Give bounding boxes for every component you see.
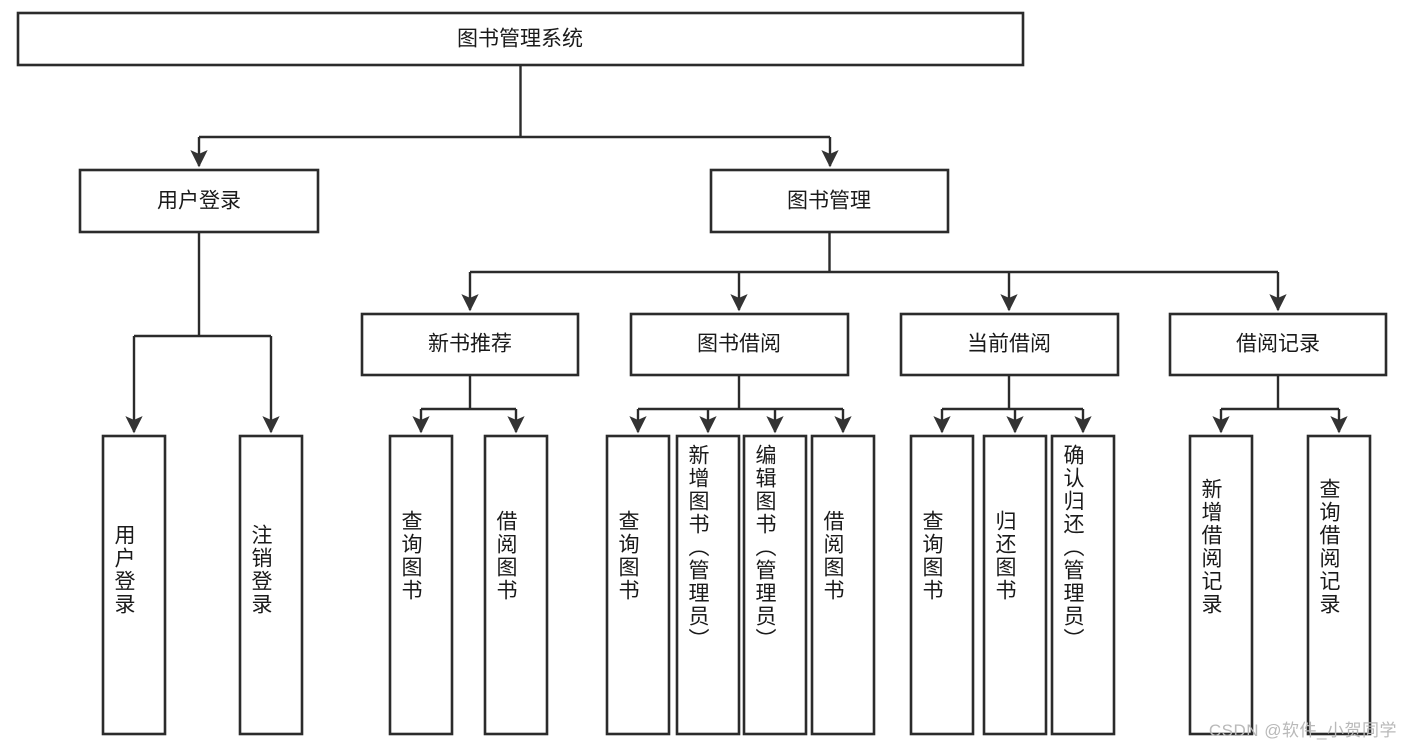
node-user-login-label: 用户登录 [157,190,241,213]
node-root[interactable]: 图书管理系统 [16,11,1025,67]
leaf-box-return-book[interactable] [982,434,1048,736]
node-root-box[interactable] [16,11,1025,67]
node-new-book-recommend-box[interactable] [360,312,580,377]
node-current-borrow-box[interactable] [899,312,1120,377]
connector-layer [125,65,1348,434]
leaf-box-query-book-newbook[interactable] [388,434,454,736]
node-user-login-box[interactable] [78,168,320,234]
leaf-box-user-login[interactable] [101,434,167,736]
node-user-login[interactable]: 用户登录 [78,168,320,234]
leaf-box-logout[interactable] [238,434,304,736]
node-root-label: 图书管理系统 [457,28,583,51]
node-current-borrow-label: 当前借阅 [967,333,1051,356]
node-current-borrow[interactable]: 当前借阅 [899,312,1120,377]
node-borrow-record-label: 借阅记录 [1236,333,1320,356]
node-borrow-record-box[interactable] [1168,312,1388,377]
leaf-box-query-borrow-record[interactable] [1306,434,1372,736]
leaf-box-borrow-book-newbook[interactable] [483,434,549,736]
node-new-book-recommend[interactable]: 新书推荐 [360,312,580,377]
node-book-borrow[interactable]: 图书借阅 [629,312,850,377]
node-new-book-recommend-label: 新书推荐 [428,333,512,356]
csdn-watermark: CSDN @软件_小贺同学 [1208,721,1397,740]
node-book-manage-box[interactable] [709,168,950,234]
leaf-box-query-book-borrow[interactable] [605,434,671,736]
node-book-manage-label: 图书管理 [787,190,871,213]
node-book-borrow-label: 图书借阅 [697,333,781,356]
leaf-box-add-book-admin[interactable] [675,434,741,736]
node-book-borrow-box[interactable] [629,312,850,377]
leaf-box-edit-book-admin[interactable] [742,434,808,736]
leaf-box-add-borrow-record[interactable] [1188,434,1254,736]
leaf-box-confirm-return-admin[interactable] [1050,434,1116,736]
leaf-box-query-book-current[interactable] [909,434,975,736]
leaf-box-borrow-book[interactable] [810,434,876,736]
leaf-box-layer [101,434,1372,736]
node-borrow-record[interactable]: 借阅记录 [1168,312,1388,377]
node-book-manage[interactable]: 图书管理 [709,168,950,234]
